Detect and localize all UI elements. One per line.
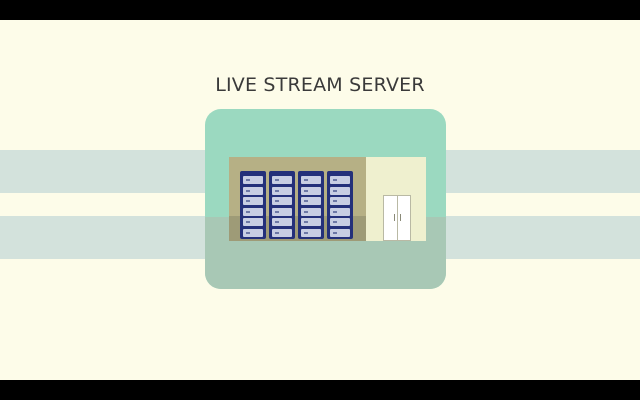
server-unit bbox=[243, 197, 263, 205]
server-unit bbox=[243, 176, 263, 184]
server-unit bbox=[243, 228, 263, 237]
door-handle-left bbox=[394, 214, 395, 221]
double-door-icon bbox=[383, 195, 411, 241]
door-handle-right bbox=[400, 214, 401, 221]
data-center-building bbox=[229, 157, 426, 241]
server-unit bbox=[330, 207, 350, 216]
server-unit bbox=[301, 186, 321, 195]
server-unit bbox=[330, 218, 350, 226]
server-rack-icon bbox=[298, 171, 324, 239]
server-unit bbox=[301, 228, 321, 237]
server-unit bbox=[330, 197, 350, 205]
server-room bbox=[229, 157, 366, 241]
letterbox-top bbox=[0, 0, 640, 20]
letterbox-bottom bbox=[0, 380, 640, 400]
server-unit bbox=[301, 218, 321, 226]
server-unit bbox=[243, 218, 263, 226]
server-unit bbox=[243, 186, 263, 195]
server-rack-icon bbox=[269, 171, 295, 239]
server-unit bbox=[330, 186, 350, 195]
door-split bbox=[397, 196, 398, 240]
server-unit bbox=[272, 228, 292, 237]
server-unit bbox=[272, 197, 292, 205]
server-unit bbox=[272, 218, 292, 226]
server-rack-icon bbox=[327, 171, 353, 239]
server-unit bbox=[301, 176, 321, 184]
server-card bbox=[205, 109, 446, 289]
server-rack-icon bbox=[240, 171, 266, 239]
server-unit bbox=[330, 176, 350, 184]
server-unit bbox=[272, 176, 292, 184]
server-unit bbox=[272, 207, 292, 216]
server-unit bbox=[301, 207, 321, 216]
server-unit bbox=[330, 228, 350, 237]
server-unit bbox=[243, 207, 263, 216]
scene-title: LIVE STREAM SERVER bbox=[215, 74, 425, 96]
server-unit bbox=[301, 197, 321, 205]
server-unit bbox=[272, 186, 292, 195]
office-room bbox=[366, 157, 426, 241]
animation-stage: LIVE STREAM SERVER bbox=[0, 20, 640, 380]
